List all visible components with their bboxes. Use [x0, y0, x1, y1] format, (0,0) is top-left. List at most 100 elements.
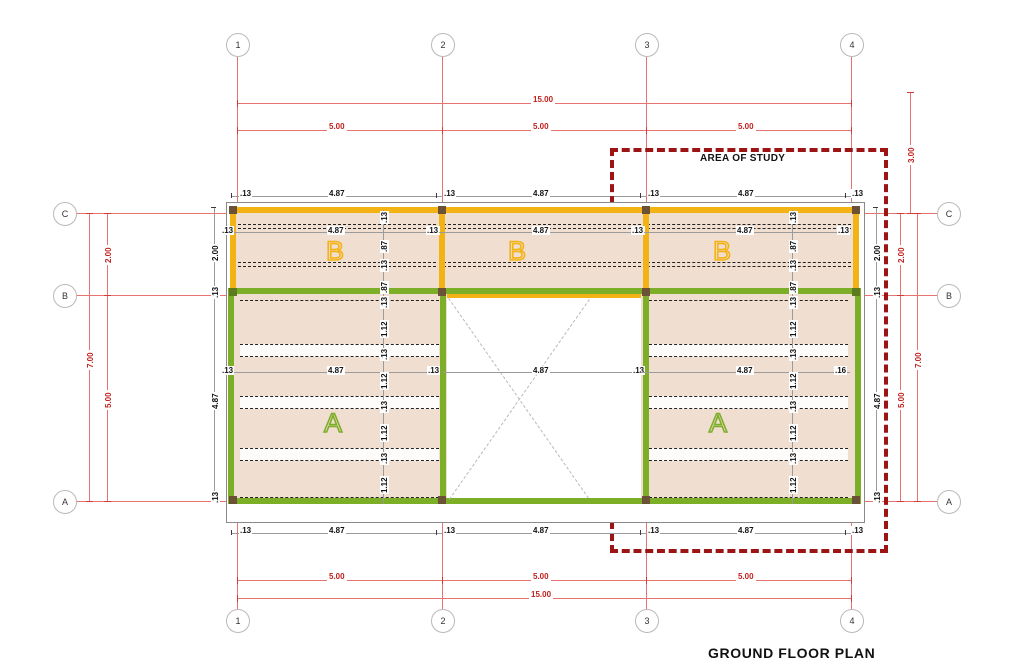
beam-green-gridB	[228, 288, 861, 294]
top-bay-dim-text-2: 5.00	[531, 122, 551, 131]
column	[852, 288, 860, 296]
dim-tick	[646, 577, 647, 584]
joist-line	[647, 262, 851, 263]
right-seg-dim-1: 2.00	[897, 245, 906, 265]
zone-label-b2: B	[507, 235, 527, 267]
left-overall-dim-text: 7.00	[86, 350, 95, 370]
beam-orange-top	[230, 207, 859, 213]
joist-line	[649, 300, 848, 301]
zone-label-a1: A	[323, 407, 343, 439]
dim-tick	[845, 530, 846, 535]
void-width-dim: 4.87	[532, 366, 550, 375]
zone-label-a2: A	[708, 407, 728, 439]
beam-orange-right	[853, 207, 859, 298]
dim-tick	[897, 295, 904, 296]
dim-tick	[442, 577, 443, 584]
grid-bubble-label: B	[61, 291, 68, 301]
beam-green-right	[855, 288, 861, 504]
joist-line	[443, 262, 646, 263]
left-detail-dim-4: .13	[211, 490, 220, 504]
zonea1-edge-dim-left: .13	[221, 366, 235, 375]
dim-tick	[237, 100, 238, 107]
zoneb3-vdim-4: .87	[789, 280, 798, 294]
grid-bubble-label: 3	[644, 616, 650, 626]
dim-tick	[231, 530, 232, 535]
beam-core	[641, 210, 857, 295]
zoneb3-edge-dim-right: .13	[837, 226, 851, 235]
beam-core	[437, 210, 652, 295]
left-detail-dim-2: .13	[211, 285, 220, 299]
dim-tick	[640, 193, 641, 198]
zoneb1-width-dim: 4.87	[327, 226, 345, 235]
joist-line	[647, 224, 851, 225]
zonea1-vdim-3: .13	[380, 347, 389, 361]
joist-line	[238, 266, 441, 267]
zonea1-vdim-2: 1.12	[380, 320, 389, 338]
zoneb3-vdim-3: .13	[789, 258, 798, 272]
zonea2-vdim-7: .13	[789, 451, 798, 465]
right-detail-dim-4: .13	[873, 490, 882, 504]
left-seg-dim-1: 2.00	[104, 245, 113, 265]
area-of-study-label: AREA OF STUDY	[697, 153, 789, 164]
grid-bubble-A-right[interactable]: A	[937, 490, 961, 514]
grid-bubble-4-bottom[interactable]: 4	[840, 609, 864, 633]
bottom-bay-dim-text-3: 5.00	[736, 572, 756, 581]
dim-tick	[851, 127, 852, 134]
zoneb3-edge-dim-left: .13	[631, 226, 645, 235]
dim-tick	[86, 501, 93, 502]
dim-tick	[914, 501, 921, 502]
grid-bubble-C-right[interactable]: C	[937, 202, 961, 226]
top-detail-dim-4: 4.87	[532, 189, 550, 198]
dim-tick	[231, 193, 232, 198]
zoneb1-vdim-2: .87	[380, 239, 389, 253]
grid-bubble-3-bottom[interactable]: 3	[635, 609, 659, 633]
grid-bubble-1-bottom[interactable]: 1	[226, 609, 250, 633]
grid-bubble-A-left[interactable]: A	[53, 490, 77, 514]
zoneb1-vdim-1: .13	[380, 210, 389, 224]
beam-orange-bottom	[230, 292, 859, 298]
grid-bubble-4-top[interactable]: 4	[840, 33, 864, 57]
bottom-detail-dim-6: 4.87	[737, 526, 755, 535]
dim-tick	[104, 501, 111, 502]
column	[438, 288, 446, 296]
zonea1-vdim-1: .13	[380, 295, 389, 309]
joist-band	[649, 448, 848, 461]
dim-tick	[914, 213, 921, 214]
joist-line	[649, 497, 848, 498]
grid-bubble-3-top[interactable]: 3	[635, 33, 659, 57]
grid-bubble-B-right[interactable]: B	[937, 284, 961, 308]
joist-line	[238, 262, 441, 263]
dim-tick	[237, 595, 238, 602]
bottom-detail-dim-7: .13	[851, 526, 865, 535]
zonea2-vdim-6: 1.12	[789, 424, 798, 442]
top-overall-dim-text: 15.00	[531, 95, 556, 104]
column	[642, 206, 650, 214]
grid-bubble-B-left[interactable]: B	[53, 284, 77, 308]
joist-line	[240, 497, 439, 498]
bottom-detail-dim-3: .13	[443, 526, 457, 535]
grid-bubble-2-top[interactable]: 2	[431, 33, 455, 57]
top-detail-dim-3: .13	[443, 189, 457, 198]
right-overall-dim-text: 7.00	[914, 350, 923, 370]
dim-tick	[907, 213, 914, 214]
column	[229, 288, 237, 296]
zonea2-vdim-8: 1.12	[789, 476, 798, 494]
dim-tick	[104, 213, 111, 214]
dim-tick	[211, 207, 216, 208]
grid-bubble-1-top[interactable]: 1	[226, 33, 250, 57]
zonea2-vdim-2: 1.12	[789, 320, 798, 338]
zoneb3-vdim-2: .87	[789, 239, 798, 253]
dim-tick	[640, 530, 641, 535]
dim-tick	[104, 295, 111, 296]
top-bay-dim-text-3: 5.00	[736, 122, 756, 131]
top-detail-dim-6: 4.87	[737, 189, 755, 198]
grid-bubble-C-left[interactable]: C	[53, 202, 77, 226]
zonea1-vdim-7: .13	[380, 451, 389, 465]
zonea2-vdimline	[792, 294, 793, 504]
zone-label-b1: B	[325, 235, 345, 267]
zoneb1-vdimline	[383, 210, 384, 298]
zoneb3-width-dim: 4.87	[736, 226, 754, 235]
dim-tick	[851, 595, 852, 602]
dim-tick	[873, 207, 878, 208]
grid-bubble-2-bottom[interactable]: 2	[431, 609, 455, 633]
